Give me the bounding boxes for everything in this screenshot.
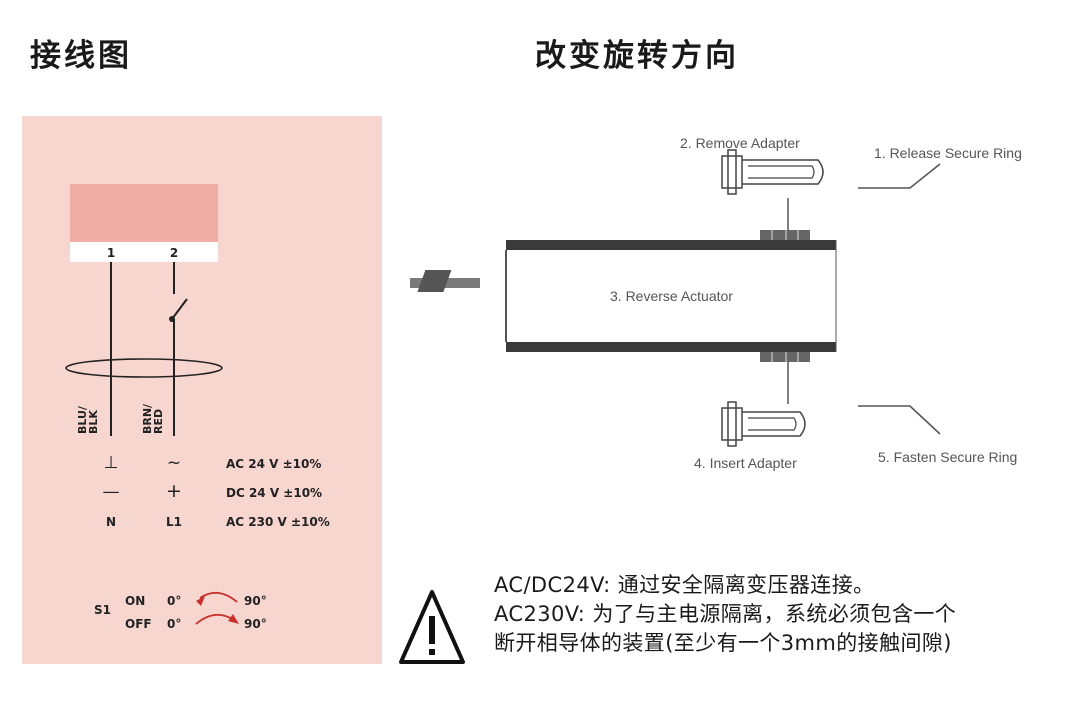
actuator-body — [70, 184, 218, 242]
svg-text:BRN/: BRN/ — [141, 403, 154, 434]
row2-symbol-2: + — [166, 480, 182, 502]
step-3-label: 3. Reverse Actuator — [610, 288, 733, 304]
row2-symbol-1: — — [103, 482, 120, 502]
off-start-angle: 0° — [167, 617, 181, 631]
off-rotation-arrow — [195, 614, 235, 625]
bottom-secure-ring — [858, 405, 941, 435]
off-arrow-head — [228, 614, 239, 624]
switch-on-label: ON — [125, 594, 145, 608]
terminal-1-label: 1 — [107, 246, 115, 260]
shaft-coupling — [417, 270, 452, 292]
wire-2-color-label: BRN/ RED — [141, 403, 165, 434]
step-2-label: 2. Remove Adapter — [680, 135, 800, 151]
row1-symbol-1: ⊥ — [104, 453, 119, 473]
actuator-top-rail — [506, 240, 836, 250]
row1-supply-label: AC 24 V ±10% — [226, 457, 321, 471]
off-end-angle: 90° — [244, 617, 267, 631]
warning-line-2: AC230V: 为了与主电源隔离，系统必须包含一个 — [494, 602, 957, 626]
on-rotation-arrow — [199, 592, 238, 603]
top-secure-ring — [858, 163, 941, 189]
terminal-strip — [70, 242, 218, 262]
step-5-label: 5. Fasten Secure Ring — [878, 449, 1017, 465]
wiring-diagram-title: 接线图 — [30, 38, 132, 74]
svg-text:BLU/: BLU/ — [76, 405, 89, 434]
wiring-diagram-panel: 1 2 BLU/ BLK BRN/ RED ⊥ ~ AC 24 V ±10% —… — [22, 116, 382, 664]
row3-symbol-1: N — [106, 515, 116, 529]
row3-supply-label: AC 230 V ±10% — [226, 515, 330, 529]
switch-name: S1 — [94, 603, 111, 617]
warning-line-3: 断开相导体的装置(至少有一个3mm的接触间隙) — [494, 631, 952, 655]
bottom-gear — [760, 352, 810, 362]
svg-text:BLK: BLK — [87, 410, 100, 434]
warning-line-1: AC/DC24V: 通过安全隔离变压器连接。 — [494, 573, 875, 597]
warning-triangle-icon — [399, 590, 465, 664]
wiring-diagram: 1 2 BLU/ BLK BRN/ RED ⊥ ~ AC 24 V ±10% —… — [65, 184, 330, 631]
wire-1-color-label: BLU/ BLK — [76, 405, 100, 434]
row3-symbol-2: L1 — [166, 515, 182, 529]
rotation-direction-title: 改变旋转方向 — [535, 38, 739, 74]
on-arrow-head — [196, 596, 205, 606]
row1-symbol-2: ~ — [167, 453, 181, 473]
warning-text: AC/DC24V: 通过安全隔离变压器连接。 AC230V: 为了与主电源隔离，… — [494, 571, 956, 658]
rotation-diagram: 3. Reverse Actuator 2. Remove Adapter 1.… — [410, 135, 1022, 471]
switch-contact — [171, 298, 188, 320]
svg-text:RED: RED — [152, 409, 165, 434]
switch-off-label: OFF — [125, 617, 152, 631]
terminal-2-label: 2 — [170, 246, 178, 260]
on-start-angle: 0° — [167, 594, 181, 608]
bottom-adapter-icon — [721, 401, 806, 447]
step-1-label: 1. Release Secure Ring — [874, 145, 1022, 161]
step-4-label: 4. Insert Adapter — [694, 455, 797, 471]
on-end-angle: 90° — [244, 594, 267, 608]
top-gear — [760, 230, 810, 240]
row2-supply-label: DC 24 V ±10% — [226, 486, 322, 500]
actuator-bottom-rail — [506, 342, 836, 352]
top-adapter-icon — [721, 149, 824, 195]
cable-sheath — [65, 358, 223, 378]
